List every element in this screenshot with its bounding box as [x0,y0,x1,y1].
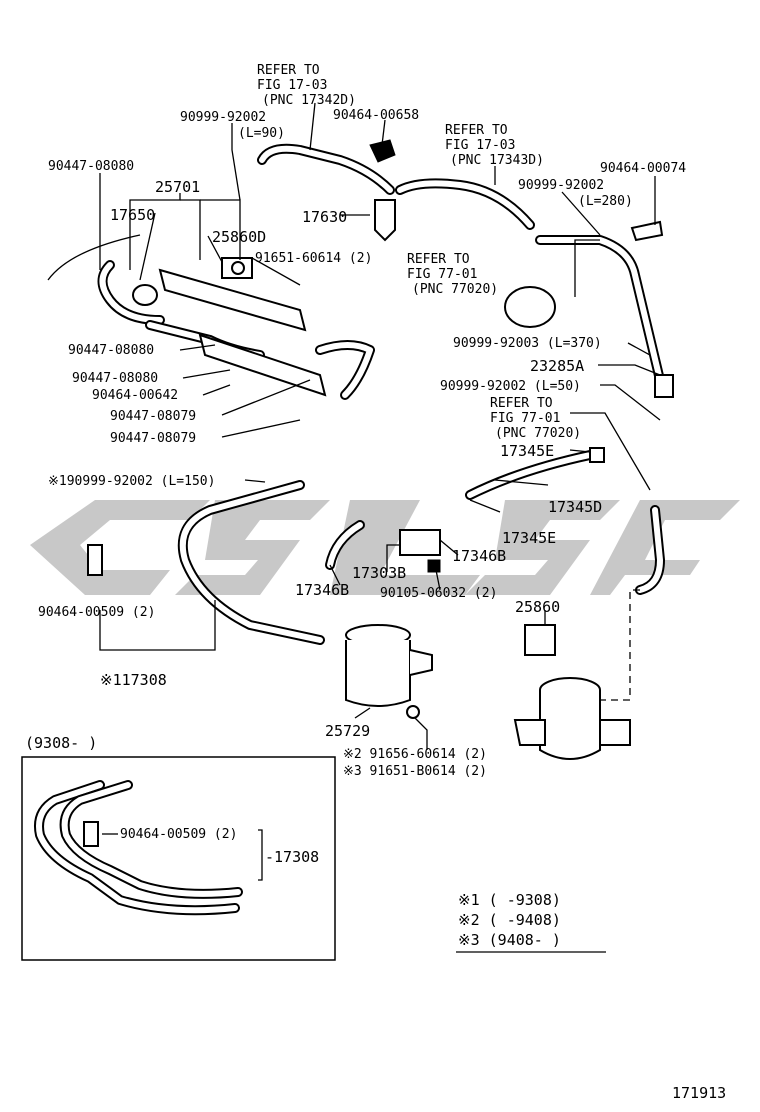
legend-item-2: ※2 ( -9408) [458,911,561,929]
label-refer-77020-a-3: (PNC 77020) [412,282,498,297]
label-refer-77020-b-2: FIG 77-01 [490,411,560,426]
bracket-17303b [399,529,441,556]
part-23285a [654,374,674,398]
label-17346b-a: 17346B [452,547,506,565]
inset-range-label: (9308- ) [25,734,97,752]
label-90999-92003: 90999-92003 (L=370) [453,336,602,351]
label-90447-08079-b: 90447-08079 [110,431,196,446]
label-17345d: 17345D [548,498,602,516]
diagram-id: 171913 [672,1084,726,1102]
label-117308: ※117308 [100,671,167,689]
part-17650 [132,284,158,306]
label-refer-17343d-3: (PNC 17343D) [450,153,544,168]
label-17345e-a: 17345E [500,442,554,460]
hose-17308 [177,480,325,645]
hose-90999-92003 [535,235,665,385]
air-cleaner-ref [504,286,556,328]
hose-17346b [325,520,365,570]
inset-panel: (9308- ) 90464-00509 (2) -17308 [21,734,336,961]
label-91651-b0614: ※3 91651-B0614 (2) [343,764,487,779]
label-17650: 17650 [110,206,155,224]
bracket-25701 [158,268,307,332]
vsv-25860d [221,257,253,279]
label-25860: 25860 [515,598,560,616]
label-91656-60614: ※2 91656-60614 (2) [343,747,487,762]
label-90464-00642: 90464-00642 [92,388,178,403]
inset-label-17308: -17308 [265,848,319,866]
part-17345e [589,447,605,463]
clip-90464-00074 [630,220,664,242]
label-90105-06032: 90105-06032 (2) [380,586,497,601]
watermark-logo [30,500,740,595]
label-refer-77020-a-2: FIG 77-01 [407,267,477,282]
label-90999-92002-b: 90999-92002 [518,178,604,193]
label-17345e-b: 17345E [502,529,556,547]
hose-left-vsv [97,260,165,325]
part-17630 [374,199,396,242]
legend-item-3: ※3 (9408- ) [458,931,561,949]
label-refer-17342d-1: REFER TO [257,63,320,78]
label-90464-00658: 90464-00658 [333,108,419,123]
label-refer-77020-b-1: REFER TO [490,396,553,411]
legend: ※1 ( -9308) ※2 ( -9408) ※3 (9408- ) [456,891,606,953]
label-refer-77020-a-1: REFER TO [407,252,470,267]
label-90464-00509-a: 90464-00509 (2) [38,605,155,620]
bolt-90105-06032 [427,559,441,573]
fuel-filter-25729 [345,624,433,719]
label-91651-60614: 91651-60614 (2) [255,251,372,266]
bracket-lower [198,333,327,397]
hose-17343d [395,178,535,230]
legend-item-1: ※1 ( -9308) [458,891,561,909]
label-len-280: (L=280) [578,194,633,209]
hose-17345d [465,450,595,500]
label-90447-08079-a: 90447-08079 [110,409,196,424]
label-25701: 25701 [155,178,200,196]
label-17303b: 17303B [352,564,406,582]
inset-clip [83,821,99,847]
inset-label-90464-00509: 90464-00509 (2) [120,827,237,842]
canister-25860 [513,624,631,760]
label-refer-17343d-2: FIG 17-03 [445,138,515,153]
label-25860d: 25860D [212,228,266,246]
label-90999-92002-d: ※190999-92002 (L=150) [48,474,215,489]
hose-17342d [257,143,395,195]
engine-outline [47,234,141,281]
label-17346b-b: 17346B [295,581,349,599]
connector-dashed [600,589,640,701]
label-refer-17343d-1: REFER TO [445,123,508,138]
label-90447-08080-b: 90447-08080 [68,343,154,358]
label-90999-92002-a: 90999-92002 [180,110,266,125]
inset-hose [34,780,243,916]
label-len-90: (L=90) [238,126,285,141]
label-25729: 25729 [325,722,370,740]
label-90447-08080-a: 90447-08080 [48,159,134,174]
label-90464-00074: 90464-00074 [600,161,686,176]
hose-center [315,340,375,400]
label-90447-08080-c: 90447-08080 [72,371,158,386]
callout-labels: REFER TO FIG 17-03 (PNC 17342D) 90999-92… [38,63,686,779]
label-23285a: 23285A [530,357,584,375]
label-90999-92002-c: 90999-92002 (L=50) [440,379,581,394]
hose-right-canister [635,505,665,595]
label-17630: 17630 [302,208,347,226]
clip-90464-00509 [87,544,103,576]
leader-lines [99,102,661,750]
label-refer-17342d-3: (PNC 17342D) [262,93,356,108]
label-refer-77020-b-3: (PNC 77020) [495,426,581,441]
clip-90464-00658 [369,139,396,163]
label-refer-17342d-2: FIG 17-03 [257,78,327,93]
